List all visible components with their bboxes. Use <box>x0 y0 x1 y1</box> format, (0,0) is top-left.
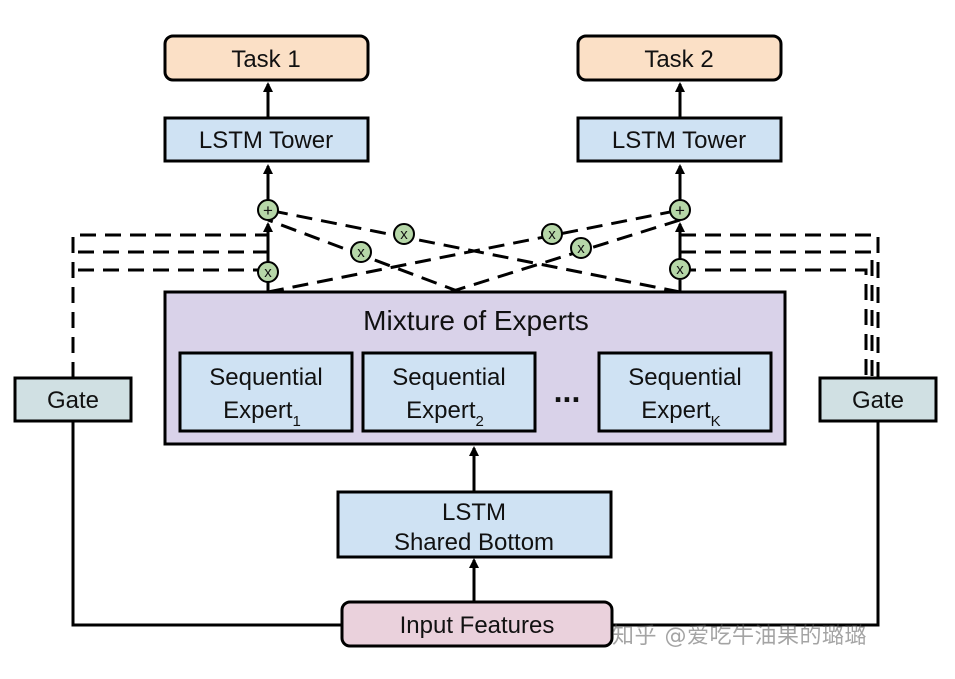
expert-2-line2-text: Expert <box>406 397 476 424</box>
task1-label: Task 1 <box>231 46 300 73</box>
times-node-cross-4: x <box>570 237 592 259</box>
times-node-right-bottom-circle <box>669 258 691 280</box>
times-node-cross-1: x <box>393 223 415 245</box>
times-node-right-bottom: x <box>669 258 691 280</box>
tower2-box: LSTM Tower <box>576 116 783 163</box>
expert-1-line1: Sequential <box>209 364 322 391</box>
right-gate-dashed-2 <box>680 250 874 378</box>
times-node-cross-1-symbol: x <box>400 226 408 243</box>
expert-1-rect <box>178 351 354 433</box>
tower1-label: LSTM Tower <box>199 127 333 154</box>
expert-1-line2-text: Expert <box>223 397 293 424</box>
expert-k-rect <box>597 351 773 433</box>
gate-left-label: Gate <box>47 387 99 414</box>
plus-node-right-circle <box>669 199 691 221</box>
task2-box: Task 2 <box>576 34 783 82</box>
task2-label: Task 2 <box>644 46 713 73</box>
input-features-label: Input Features <box>400 612 555 639</box>
gate-right-label: Gate <box>852 387 904 414</box>
expert-2-subscript: 2 <box>476 413 484 430</box>
times-node-cross-3-symbol: x <box>548 226 556 243</box>
times-node-left-bottom-circle <box>257 261 279 283</box>
moe-box: Mixture of Experts Sequential Expert1 Se… <box>163 290 787 446</box>
dashed-gate-lines <box>71 208 880 378</box>
shared-bottom-line1: LSTM <box>442 499 506 526</box>
expert-2-line2: Expert2 <box>406 397 484 430</box>
arrows <box>263 82 685 602</box>
left-gate-input-line <box>71 422 342 627</box>
task2-rect <box>576 34 783 82</box>
times-node-cross-4-circle <box>570 237 592 259</box>
solid-connectors <box>71 422 880 627</box>
tower1-rect <box>163 116 370 163</box>
moe-ellipsis: ... <box>554 373 581 409</box>
expert-k-line2: ExpertK <box>641 397 720 430</box>
times-node-cross-2-symbol: x <box>357 244 365 261</box>
gate-left-box: Gate <box>13 376 133 423</box>
plus-node-left: + <box>257 199 279 221</box>
plus-node-left-circle <box>257 199 279 221</box>
task1-rect <box>163 34 370 82</box>
gate-left-rect <box>13 376 133 423</box>
cross-dashed-2 <box>449 218 681 294</box>
task1-box: Task 1 <box>163 34 370 82</box>
expert-k-box: Sequential ExpertK <box>597 351 773 433</box>
plus-node-left-symbol: + <box>263 201 273 220</box>
tower1-box: LSTM Tower <box>163 116 370 163</box>
expert-2-box: Sequential Expert2 <box>361 351 537 433</box>
input-features-box: Input Features <box>340 600 614 648</box>
times-node-cross-3-circle <box>541 223 563 245</box>
times-node-cross-3: x <box>541 223 563 245</box>
expert-k-subscript: K <box>711 413 721 430</box>
gate-right-box: Gate <box>818 376 938 423</box>
expert-k-line1: Sequential <box>628 364 741 391</box>
watermark-text: 知乎 @爱吃牛油果的璐璐 <box>612 624 867 649</box>
tower2-label: LSTM Tower <box>612 127 746 154</box>
expert-1-line2: Expert1 <box>223 397 301 430</box>
expert-2-rect <box>361 351 537 433</box>
input-features-rect <box>340 600 614 648</box>
cross-dashed-3 <box>267 208 681 294</box>
tower2-rect <box>576 116 783 163</box>
plus-node-right: + <box>669 199 691 221</box>
gate-right-rect <box>818 376 938 423</box>
times-node-cross-1-circle <box>393 223 415 245</box>
times-node-left-bottom: x <box>257 261 279 283</box>
expert-2-line1: Sequential <box>392 364 505 391</box>
right-gate-dashed-3 <box>680 268 868 378</box>
times-node-left-bottom-symbol: x <box>264 264 272 281</box>
operator-nodes: + + x x x x x x <box>257 199 691 283</box>
left-gate-to-right-nodes <box>680 233 880 378</box>
plus-node-right-symbol: + <box>675 201 685 220</box>
moe-title: Mixture of Experts <box>363 305 589 336</box>
shared-bottom-box: LSTM Shared Bottom <box>336 490 613 559</box>
shared-bottom-rect <box>336 490 613 559</box>
times-node-cross-2-circle <box>350 241 372 263</box>
times-node-cross-4-symbol: x <box>577 240 585 257</box>
expert-1-subscript: 1 <box>293 413 301 430</box>
right-gate-input-line <box>612 422 880 627</box>
times-node-right-bottom-symbol: x <box>676 261 684 278</box>
times-node-cross-2: x <box>350 241 372 263</box>
expert-k-line2-text: Expert <box>641 397 711 424</box>
shared-bottom-line2: Shared Bottom <box>394 529 554 556</box>
expert-1-box: Sequential Expert1 <box>178 351 354 433</box>
